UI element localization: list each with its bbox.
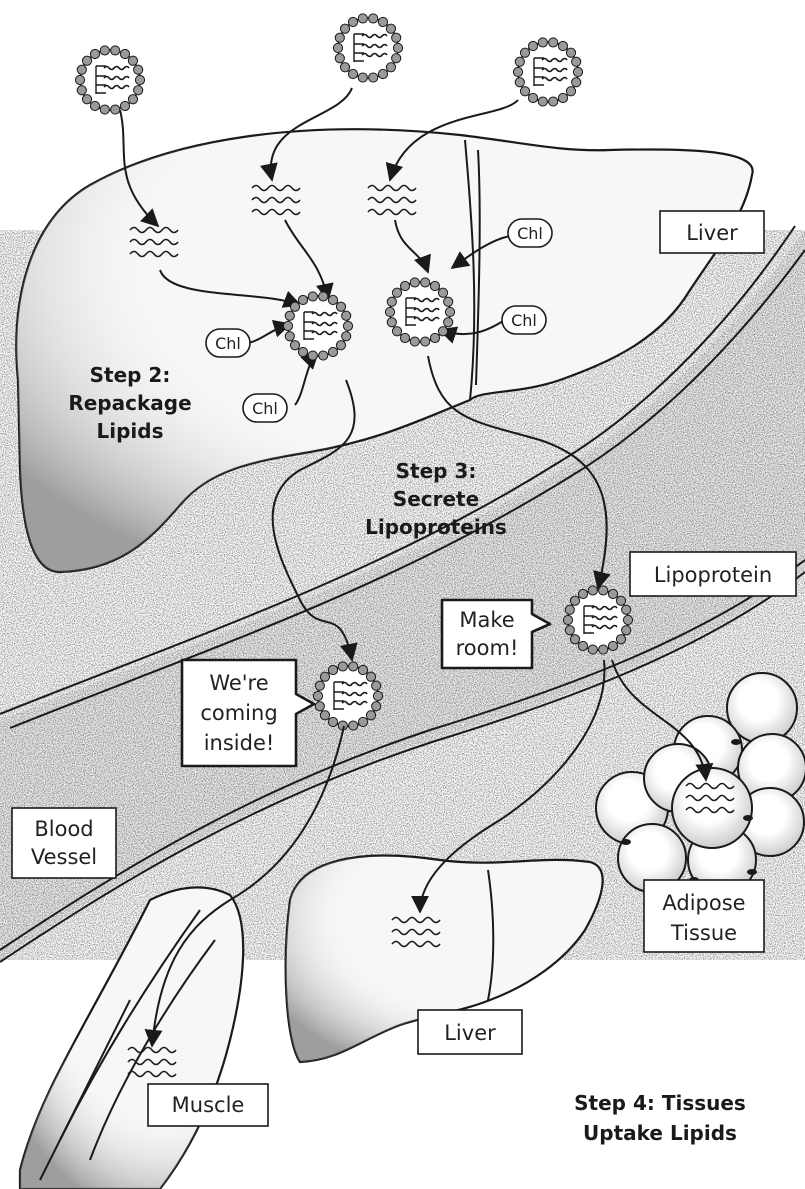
lipoprotein-particle (563, 586, 632, 654)
svg-text:Blood: Blood (34, 817, 93, 841)
svg-text:Chl: Chl (517, 224, 543, 243)
cholesterol-tag: Chl (508, 219, 552, 247)
muscle-label: Muscle (148, 1084, 268, 1126)
svg-text:Step 2:: Step 2: (90, 363, 171, 387)
lipoprotein-particle (385, 278, 454, 346)
step-4-label: Step 4: Tissues Uptake Lipids (574, 1091, 746, 1145)
lipoprotein-particle (313, 662, 382, 730)
liver-label-bottom: Liver (418, 1010, 522, 1054)
svg-text:Tissue: Tissue (670, 921, 737, 945)
svg-text:Chl: Chl (511, 311, 537, 330)
svg-text:Chl: Chl (215, 334, 241, 353)
adipose-tissue-label: Adipose Tissue (644, 880, 764, 952)
svg-text:Lipids: Lipids (97, 419, 164, 443)
svg-text:inside!: inside! (204, 731, 275, 755)
cholesterol-tag: Chl (243, 394, 287, 422)
svg-text:We're: We're (209, 671, 268, 695)
lipoprotein-particle (513, 38, 582, 106)
svg-text:Uptake Lipids: Uptake Lipids (583, 1121, 737, 1145)
svg-text:Adipose: Adipose (662, 891, 745, 915)
svg-text:Step 4: Tissues: Step 4: Tissues (574, 1091, 746, 1115)
svg-text:Muscle: Muscle (172, 1093, 245, 1117)
cholesterol-tag: Chl (206, 329, 250, 357)
svg-text:Make: Make (459, 608, 514, 632)
adipose-tissue (596, 673, 805, 894)
svg-text:Secrete: Secrete (393, 487, 479, 511)
svg-text:Repackage: Repackage (68, 391, 191, 415)
liver-label-top: Liver (660, 211, 764, 253)
lipoprotein-label: Lipoprotein (630, 552, 796, 596)
svg-text:Vessel: Vessel (31, 845, 97, 869)
svg-text:room!: room! (456, 636, 519, 660)
blood-vessel-label: Blood Vessel (12, 808, 116, 878)
svg-text:Liver: Liver (686, 221, 738, 245)
lipoprotein-particle (75, 46, 144, 114)
lipoprotein-particle (283, 292, 352, 360)
svg-text:Lipoprotein: Lipoprotein (654, 563, 772, 587)
step-3-label: Step 3: Secrete Lipoproteins (365, 459, 507, 539)
svg-text:coming: coming (200, 701, 277, 725)
muscle-organ (20, 887, 243, 1189)
svg-text:Lipoproteins: Lipoproteins (365, 515, 507, 539)
lipoprotein-particle (333, 14, 402, 82)
svg-text:Liver: Liver (444, 1021, 496, 1045)
svg-text:Step 3:: Step 3: (396, 459, 477, 483)
cholesterol-tag: Chl (502, 306, 546, 334)
svg-text:Chl: Chl (252, 399, 278, 418)
coming-inside-bubble: We're coming inside! (182, 660, 314, 766)
